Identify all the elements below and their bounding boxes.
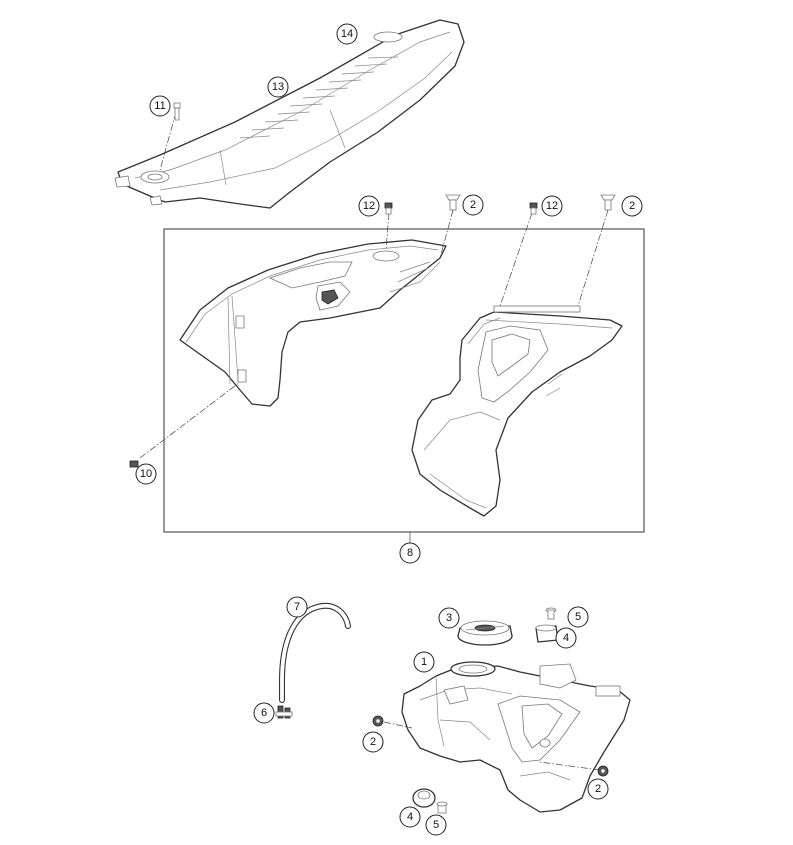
tank-cap [457, 620, 513, 646]
svg-text:5: 5 [575, 611, 581, 623]
svg-text:8: 8 [407, 547, 413, 559]
callout-2-tank-right: 2 [587, 778, 609, 800]
screw-10 [129, 381, 241, 468]
callout-1: 1 [413, 651, 435, 673]
callout-14: 14 [336, 23, 358, 45]
svg-text:6: 6 [261, 707, 267, 719]
svg-text:3: 3 [446, 612, 452, 624]
plug-2-right [577, 194, 616, 307]
callout-8: 8 [399, 542, 421, 564]
svg-text:1: 1 [421, 656, 427, 668]
fuel-tank [401, 661, 631, 813]
svg-text:11: 11 [154, 100, 165, 112]
callout-2-right: 2 [621, 195, 643, 217]
grommet-4-bottom [412, 788, 436, 808]
breather-hose [279, 602, 351, 703]
callout-11: 11 [149, 95, 171, 117]
svg-text:12: 12 [546, 200, 558, 212]
callout-4-top: 4 [555, 627, 577, 649]
callout-5-top: 5 [567, 606, 589, 628]
callout-10: 10 [135, 463, 157, 485]
hose-clip [275, 705, 293, 719]
screw-12-right [499, 202, 538, 307]
svg-text:2: 2 [595, 783, 601, 795]
callout-6: 6 [253, 702, 275, 724]
callout-2-left: 2 [462, 194, 484, 216]
callout-12-right: 12 [541, 195, 563, 217]
side-panel-kit-frame [163, 228, 645, 533]
plug-2-tank-right [539, 761, 609, 777]
svg-text:4: 4 [407, 811, 413, 823]
svg-text:10: 10 [140, 468, 152, 480]
callout-7: 7 [286, 596, 308, 618]
right-side-panel [411, 305, 623, 517]
svg-text:13: 13 [272, 81, 284, 93]
seat-label-patch [373, 31, 403, 43]
callout-13: 13 [267, 76, 289, 98]
svg-text:2: 2 [629, 200, 635, 212]
callout-5-bottom: 5 [425, 814, 447, 836]
svg-text:7: 7 [294, 601, 300, 613]
seat-ribs [239, 56, 399, 139]
callout-12-left: 12 [358, 195, 380, 217]
svg-text:4: 4 [563, 632, 569, 644]
callout-4-bottom: 4 [399, 806, 421, 828]
callout-3: 3 [438, 607, 460, 629]
screw-5-bottom [436, 801, 448, 814]
svg-text:12: 12 [363, 200, 375, 212]
left-side-panel [179, 239, 447, 407]
screw-5-top [545, 607, 557, 620]
svg-text:2: 2 [470, 199, 476, 211]
bolt-11 [159, 102, 181, 171]
plug-2-left [439, 194, 461, 259]
grommet-4-top [535, 624, 559, 643]
svg-text:5: 5 [433, 819, 439, 831]
plug-2-tank-left [372, 715, 413, 729]
callout-2-tank-left: 2 [362, 731, 384, 753]
svg-text:14: 14 [341, 28, 353, 40]
screw-12-left [384, 202, 393, 251]
seat [114, 19, 465, 209]
svg-text:2: 2 [370, 736, 376, 748]
